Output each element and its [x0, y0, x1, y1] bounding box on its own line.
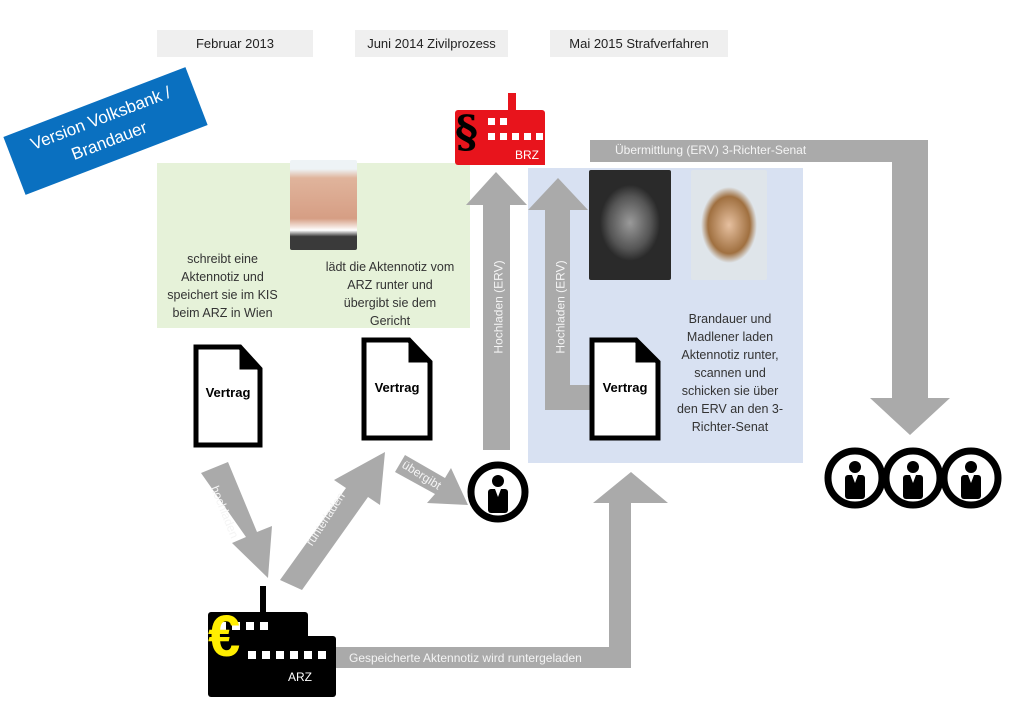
senate-judge-icon-1: [824, 447, 886, 509]
step2-text: lädt die Aktennotiz vom ARZ runter und ü…: [325, 260, 455, 328]
step1-text: schreibt eine Aktennotiz und speichert s…: [167, 252, 278, 320]
arrow-gespeichert: [335, 472, 668, 668]
arrow-hochladen-erv-2: [528, 178, 592, 410]
document-label-3: Vertrag: [602, 380, 648, 395]
timeline-may-2015: Mai 2015 Strafverfahren: [550, 30, 728, 57]
timeline-june-2014: Juni 2014 Zivilprozess: [355, 30, 508, 57]
document-label-1: Vertrag: [205, 385, 251, 400]
timeline-february-2013: Februar 2013: [157, 30, 313, 57]
senate-judge-icon-3: [940, 447, 1002, 509]
document-label-2: Vertrag: [374, 380, 420, 395]
photo-brandauer: [589, 170, 671, 280]
euro-symbol: €: [208, 604, 241, 669]
arrow-uebermittlung: [590, 140, 950, 435]
document-icon-3: [589, 337, 661, 441]
arz-label: ARZ: [288, 670, 312, 684]
judge-icon: [467, 461, 529, 523]
brz-label: BRZ: [515, 148, 539, 162]
label-gespeichert: Gespeicherte Aktennotiz wird runtergelad…: [349, 651, 582, 665]
brz-building-icon: [455, 93, 545, 165]
arrow-runterladen: [280, 452, 385, 590]
arrow-uebergibt: [395, 455, 468, 505]
arz-building-icon: [208, 586, 336, 697]
step3-text: Brandauer und Madlener laden Aktennotiz …: [676, 312, 784, 434]
document-icon-2: [361, 337, 433, 441]
paragraph-symbol: §: [455, 107, 479, 158]
arrow-hochladen: [201, 462, 272, 578]
photo-madlener: [691, 170, 767, 280]
label-uebermittlung: Übermittlung (ERV) 3-Richter-Senat: [615, 143, 807, 157]
document-icon-1: [193, 344, 263, 448]
photo-person-bank: [290, 160, 357, 250]
senate-judge-icon-2: [882, 447, 944, 509]
label-hochladen-erv-2: Hochladen (ERV): [553, 260, 568, 354]
label-hochladen-erv-1: Hochladen (ERV): [491, 260, 506, 354]
arrow-hochladen-erv-1: [466, 172, 527, 450]
